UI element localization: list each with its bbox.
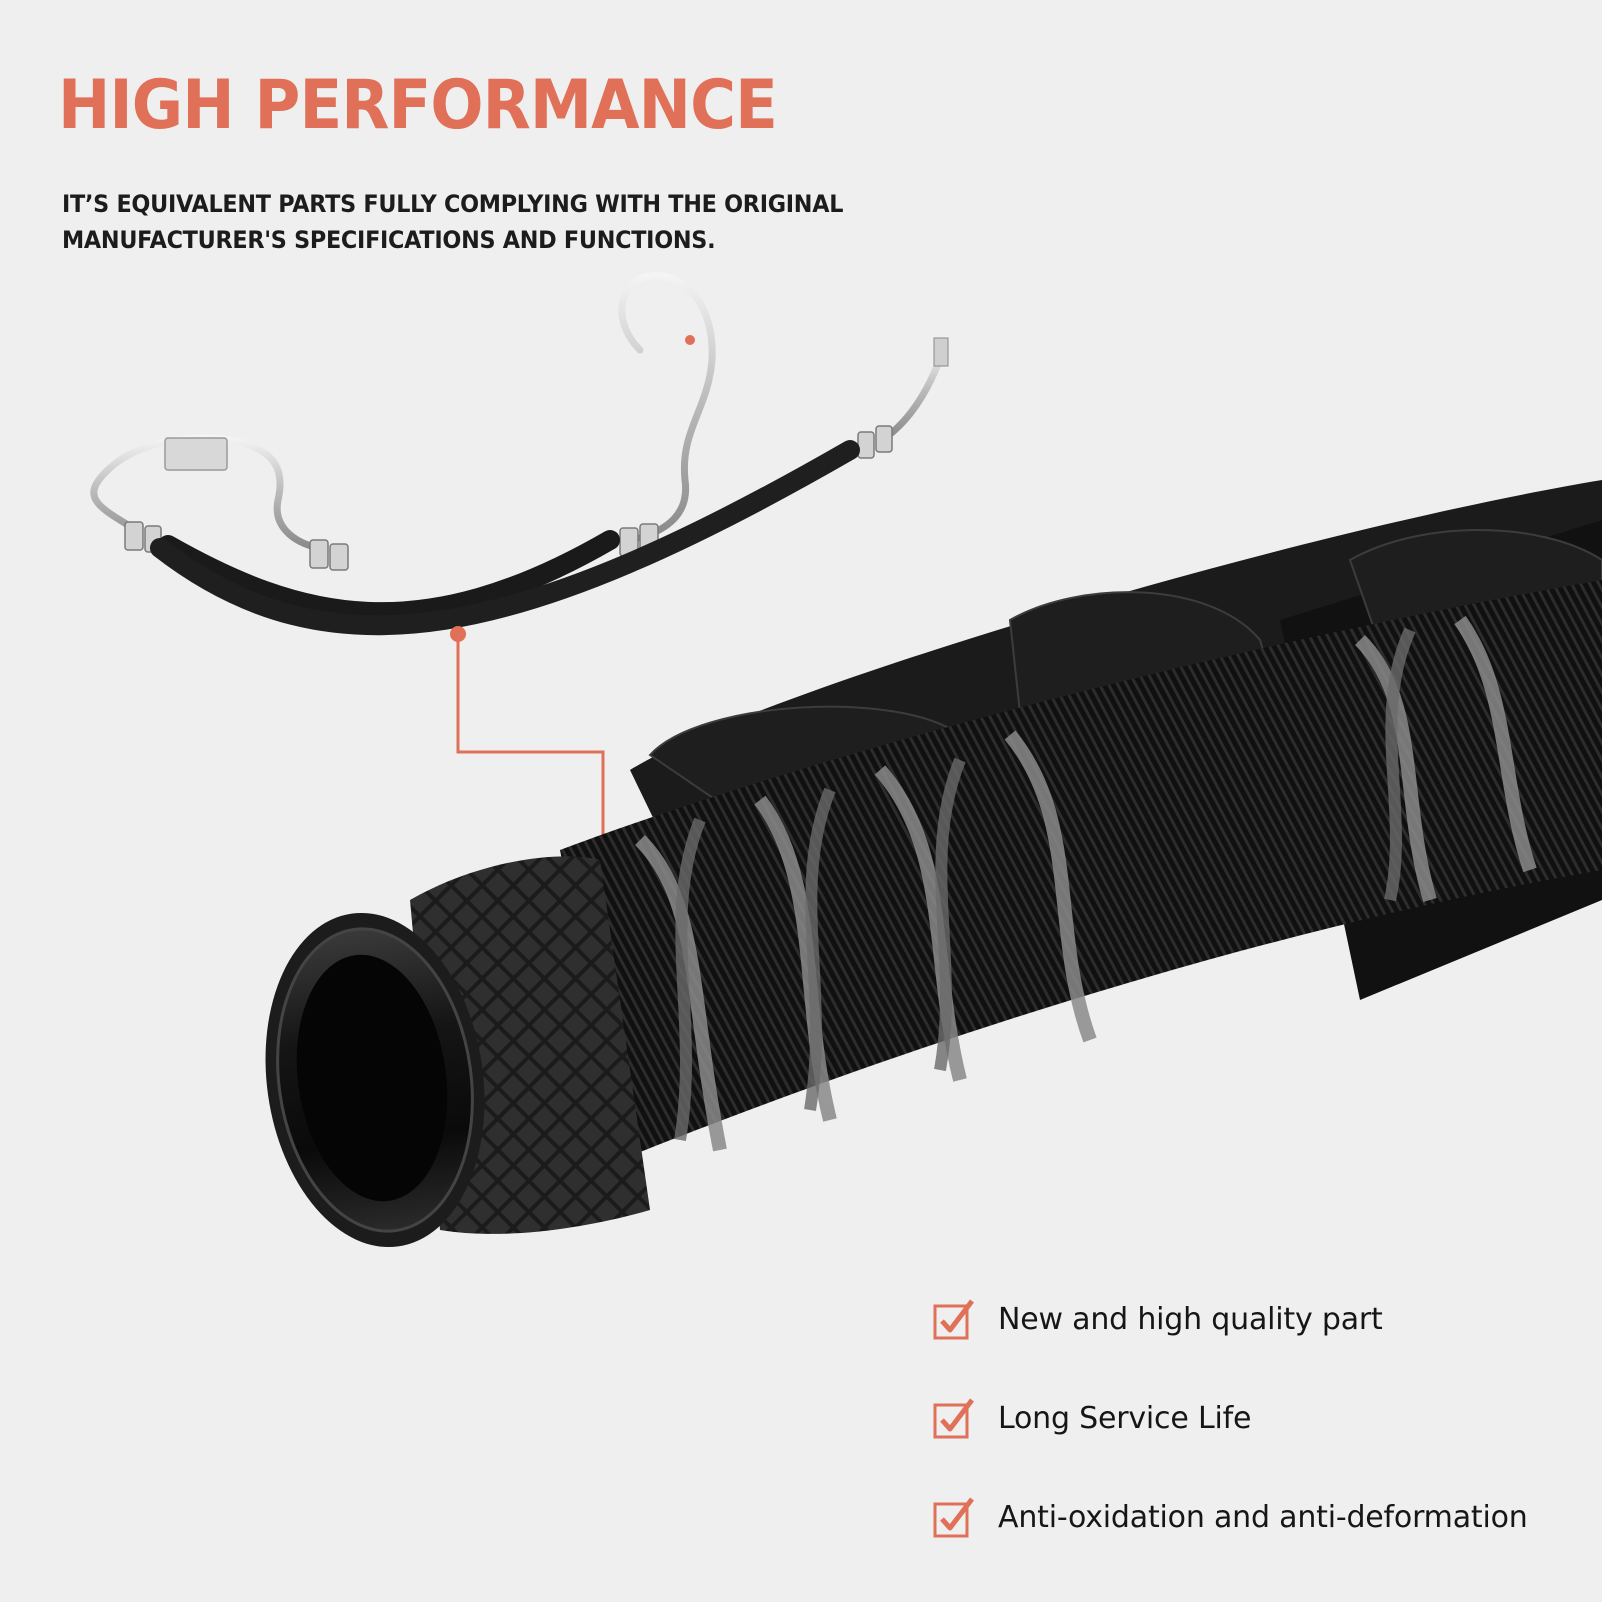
- hose-assembly-image: [90, 272, 949, 636]
- subline: IT’S EQUIVALENT PARTS FULLY COMPLYING WI…: [62, 190, 844, 254]
- feature-item: Long Service Life: [932, 1394, 1528, 1442]
- checkbox-checked-icon: [933, 1299, 974, 1340]
- feature-label: New and high quality part: [998, 1301, 1383, 1337]
- feature-label: Long Service Life: [998, 1400, 1252, 1436]
- feature-item: Anti-oxidation and anti-deformation: [932, 1493, 1528, 1541]
- feature-list: New and high quality part Long Service L…: [932, 1295, 1528, 1592]
- checkbox-checked-icon: [933, 1398, 974, 1439]
- feature-label: Anti-oxidation and anti-deformation: [998, 1499, 1528, 1535]
- feature-item: New and high quality part: [932, 1295, 1528, 1343]
- hose-cutaway-image: [265, 480, 1602, 1248]
- checkbox-checked-icon: [933, 1497, 974, 1538]
- headline: HIGH PERFORMANCE: [58, 66, 778, 145]
